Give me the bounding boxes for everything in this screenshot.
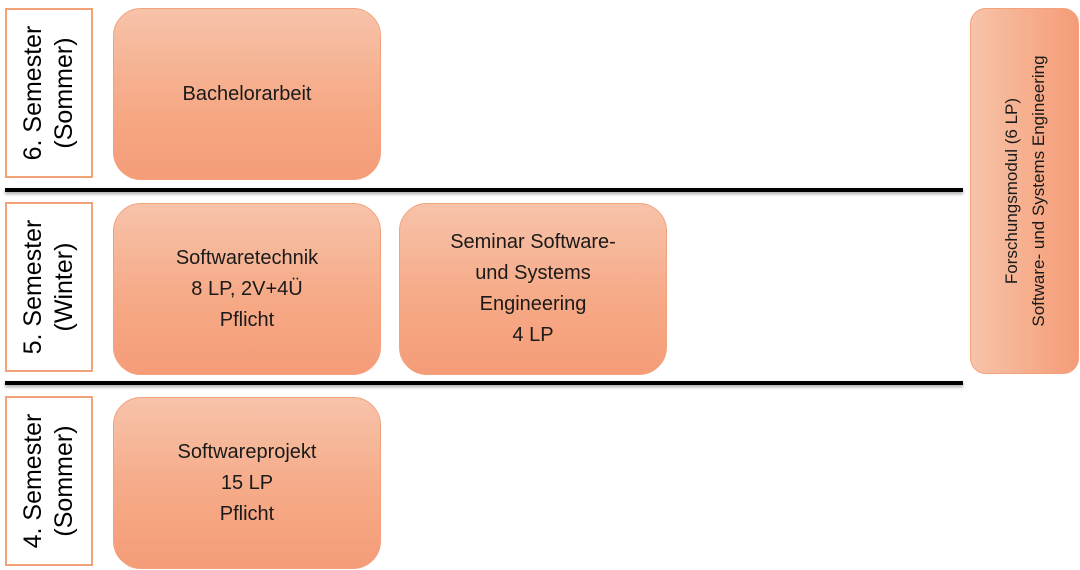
module-forschungsmodul-line-2: Software- und Systems Engineering [1028, 55, 1048, 327]
semester-label-5-text: 5. Semester (Winter) [18, 202, 80, 372]
module-seminar-line-1: Seminar Software- [450, 231, 616, 253]
module-softwareprojekt: Softwareprojekt 15 LP Pflicht [113, 397, 381, 569]
module-bachelorarbeit: Bachelorarbeit [113, 8, 381, 180]
module-seminar-line-2: und Systems [475, 262, 591, 284]
semester-divider-5-4 [5, 381, 963, 385]
semester-label-5-season: (Winter) [50, 242, 78, 332]
module-bachelorarbeit-line-1: Bachelorarbeit [182, 82, 312, 105]
semester-label-6-text: 6. Semester (Sommer) [18, 8, 80, 178]
module-forschungsmodul: Forschungsmodul (6 LP) Software- und Sys… [970, 8, 1079, 374]
module-softwaretechnik-line-3: Pflicht [219, 308, 275, 331]
semester-label-6: 6. Semester (Sommer) [5, 8, 93, 178]
module-seminar-line-4: 4 LP [512, 324, 554, 346]
semester-label-5: 5. Semester (Winter) [5, 202, 93, 372]
module-forschungsmodul-text: Forschungsmodul (6 LP) Software- und Sys… [998, 8, 1052, 374]
module-forschungsmodul-line-1: Forschungsmodul (6 LP) [1001, 97, 1021, 285]
semester-label-5-title: 5. Semester [19, 219, 47, 355]
module-softwaretechnik: Softwaretechnik 8 LP, 2V+4Ü Pflicht [113, 203, 381, 375]
module-softwareprojekt-line-1: Softwareprojekt [177, 440, 317, 463]
module-softwareprojekt-line-3: Pflicht [219, 502, 275, 525]
semester-label-4-season: (Sommer) [50, 425, 78, 537]
semester-label-6-title: 6. Semester [19, 25, 47, 161]
module-softwaretechnik-line-2: 8 LP, 2V+4Ü [191, 277, 303, 300]
module-seminar: Seminar Software- und Systems Engineerin… [399, 203, 667, 375]
module-softwareprojekt-line-2: 15 LP [220, 471, 274, 494]
semester-label-4: 4. Semester (Sommer) [5, 396, 93, 566]
semester-label-6-season: (Sommer) [50, 37, 78, 149]
semester-label-4-title: 4. Semester [19, 413, 47, 549]
module-seminar-line-3: Engineering [479, 293, 587, 315]
semester-divider-6-5 [5, 188, 963, 192]
semester-label-4-text: 4. Semester (Sommer) [18, 396, 80, 566]
module-softwaretechnik-line-1: Softwaretechnik [175, 246, 319, 269]
